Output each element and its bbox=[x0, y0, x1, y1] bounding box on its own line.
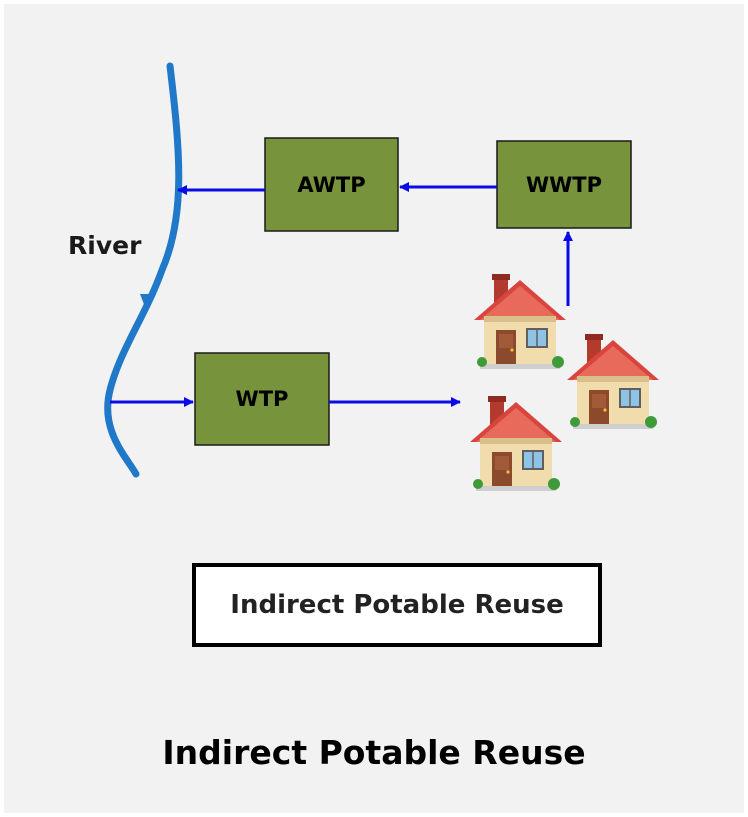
caption-box: Indirect Potable Reuse bbox=[192, 563, 602, 647]
reuse-flow-diagram: River AWTP WWTP WTP bbox=[68, 62, 660, 492]
wwtp-node: WWTP bbox=[496, 140, 632, 229]
houses-group bbox=[469, 273, 660, 492]
wtp-node: WTP bbox=[194, 352, 330, 446]
river-flow-arrowhead bbox=[140, 294, 156, 312]
page-title: Indirect Potable Reuse bbox=[162, 733, 586, 772]
house-icon bbox=[566, 333, 660, 430]
house-icon bbox=[469, 395, 563, 492]
awtp-label: AWTP bbox=[297, 173, 365, 197]
house-icon bbox=[473, 273, 567, 370]
caption-text: Indirect Potable Reuse bbox=[230, 590, 564, 620]
river-line bbox=[104, 62, 183, 478]
awtp-node: AWTP bbox=[264, 137, 399, 232]
wtp-label: WTP bbox=[236, 387, 289, 411]
river-label: River bbox=[68, 231, 142, 260]
wwtp-label: WWTP bbox=[526, 173, 602, 197]
